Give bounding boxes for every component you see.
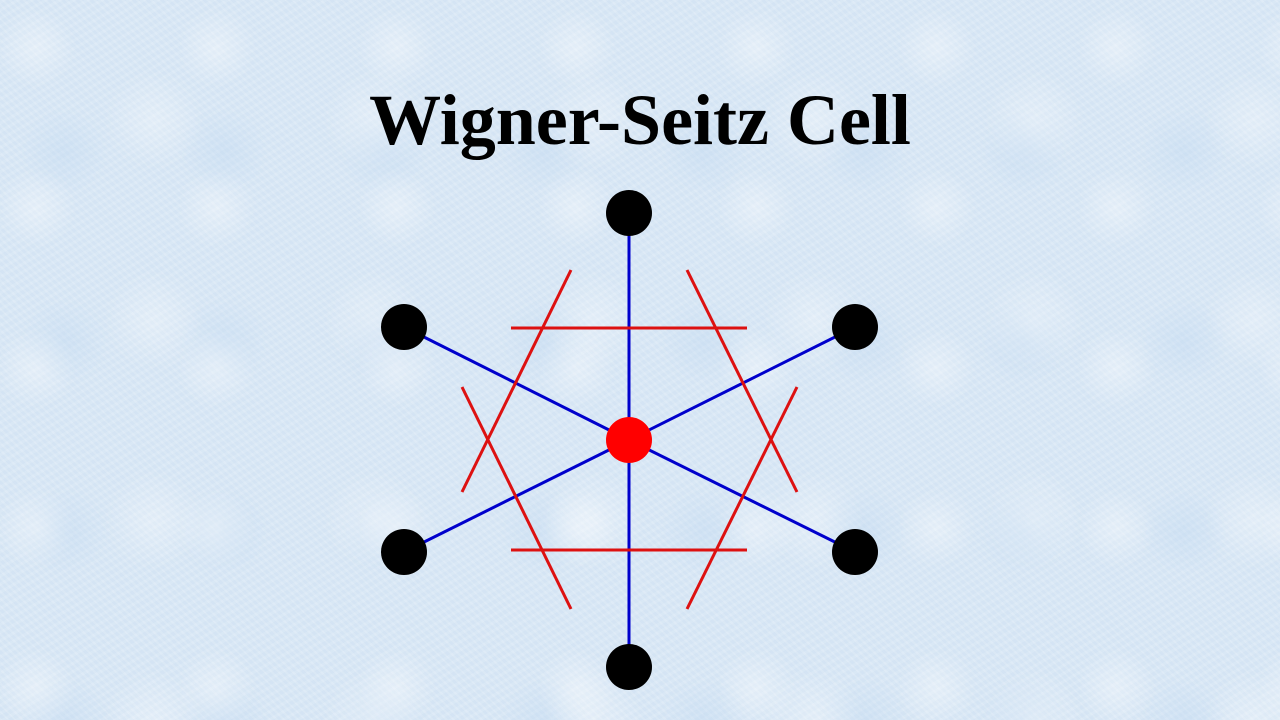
lattice-point-upper-right xyxy=(832,304,878,350)
lattice-point-lower-right xyxy=(832,529,878,575)
lattice-point-top xyxy=(606,190,652,236)
bisector-line-lower-left xyxy=(460,386,573,610)
lattice-point-bottom xyxy=(606,644,652,690)
center-lattice-point xyxy=(606,417,652,463)
lattice-point-upper-left xyxy=(381,304,427,350)
lattice-points xyxy=(381,190,878,690)
lattice-point-lower-left xyxy=(381,529,427,575)
slide-title: Wigner-Seitz Cell xyxy=(369,80,911,160)
bisector-lines xyxy=(460,269,799,610)
bisector-line-upper-left xyxy=(460,269,573,493)
bisector-line-upper-right xyxy=(685,269,799,493)
bisector-line-lower-right xyxy=(685,386,799,610)
